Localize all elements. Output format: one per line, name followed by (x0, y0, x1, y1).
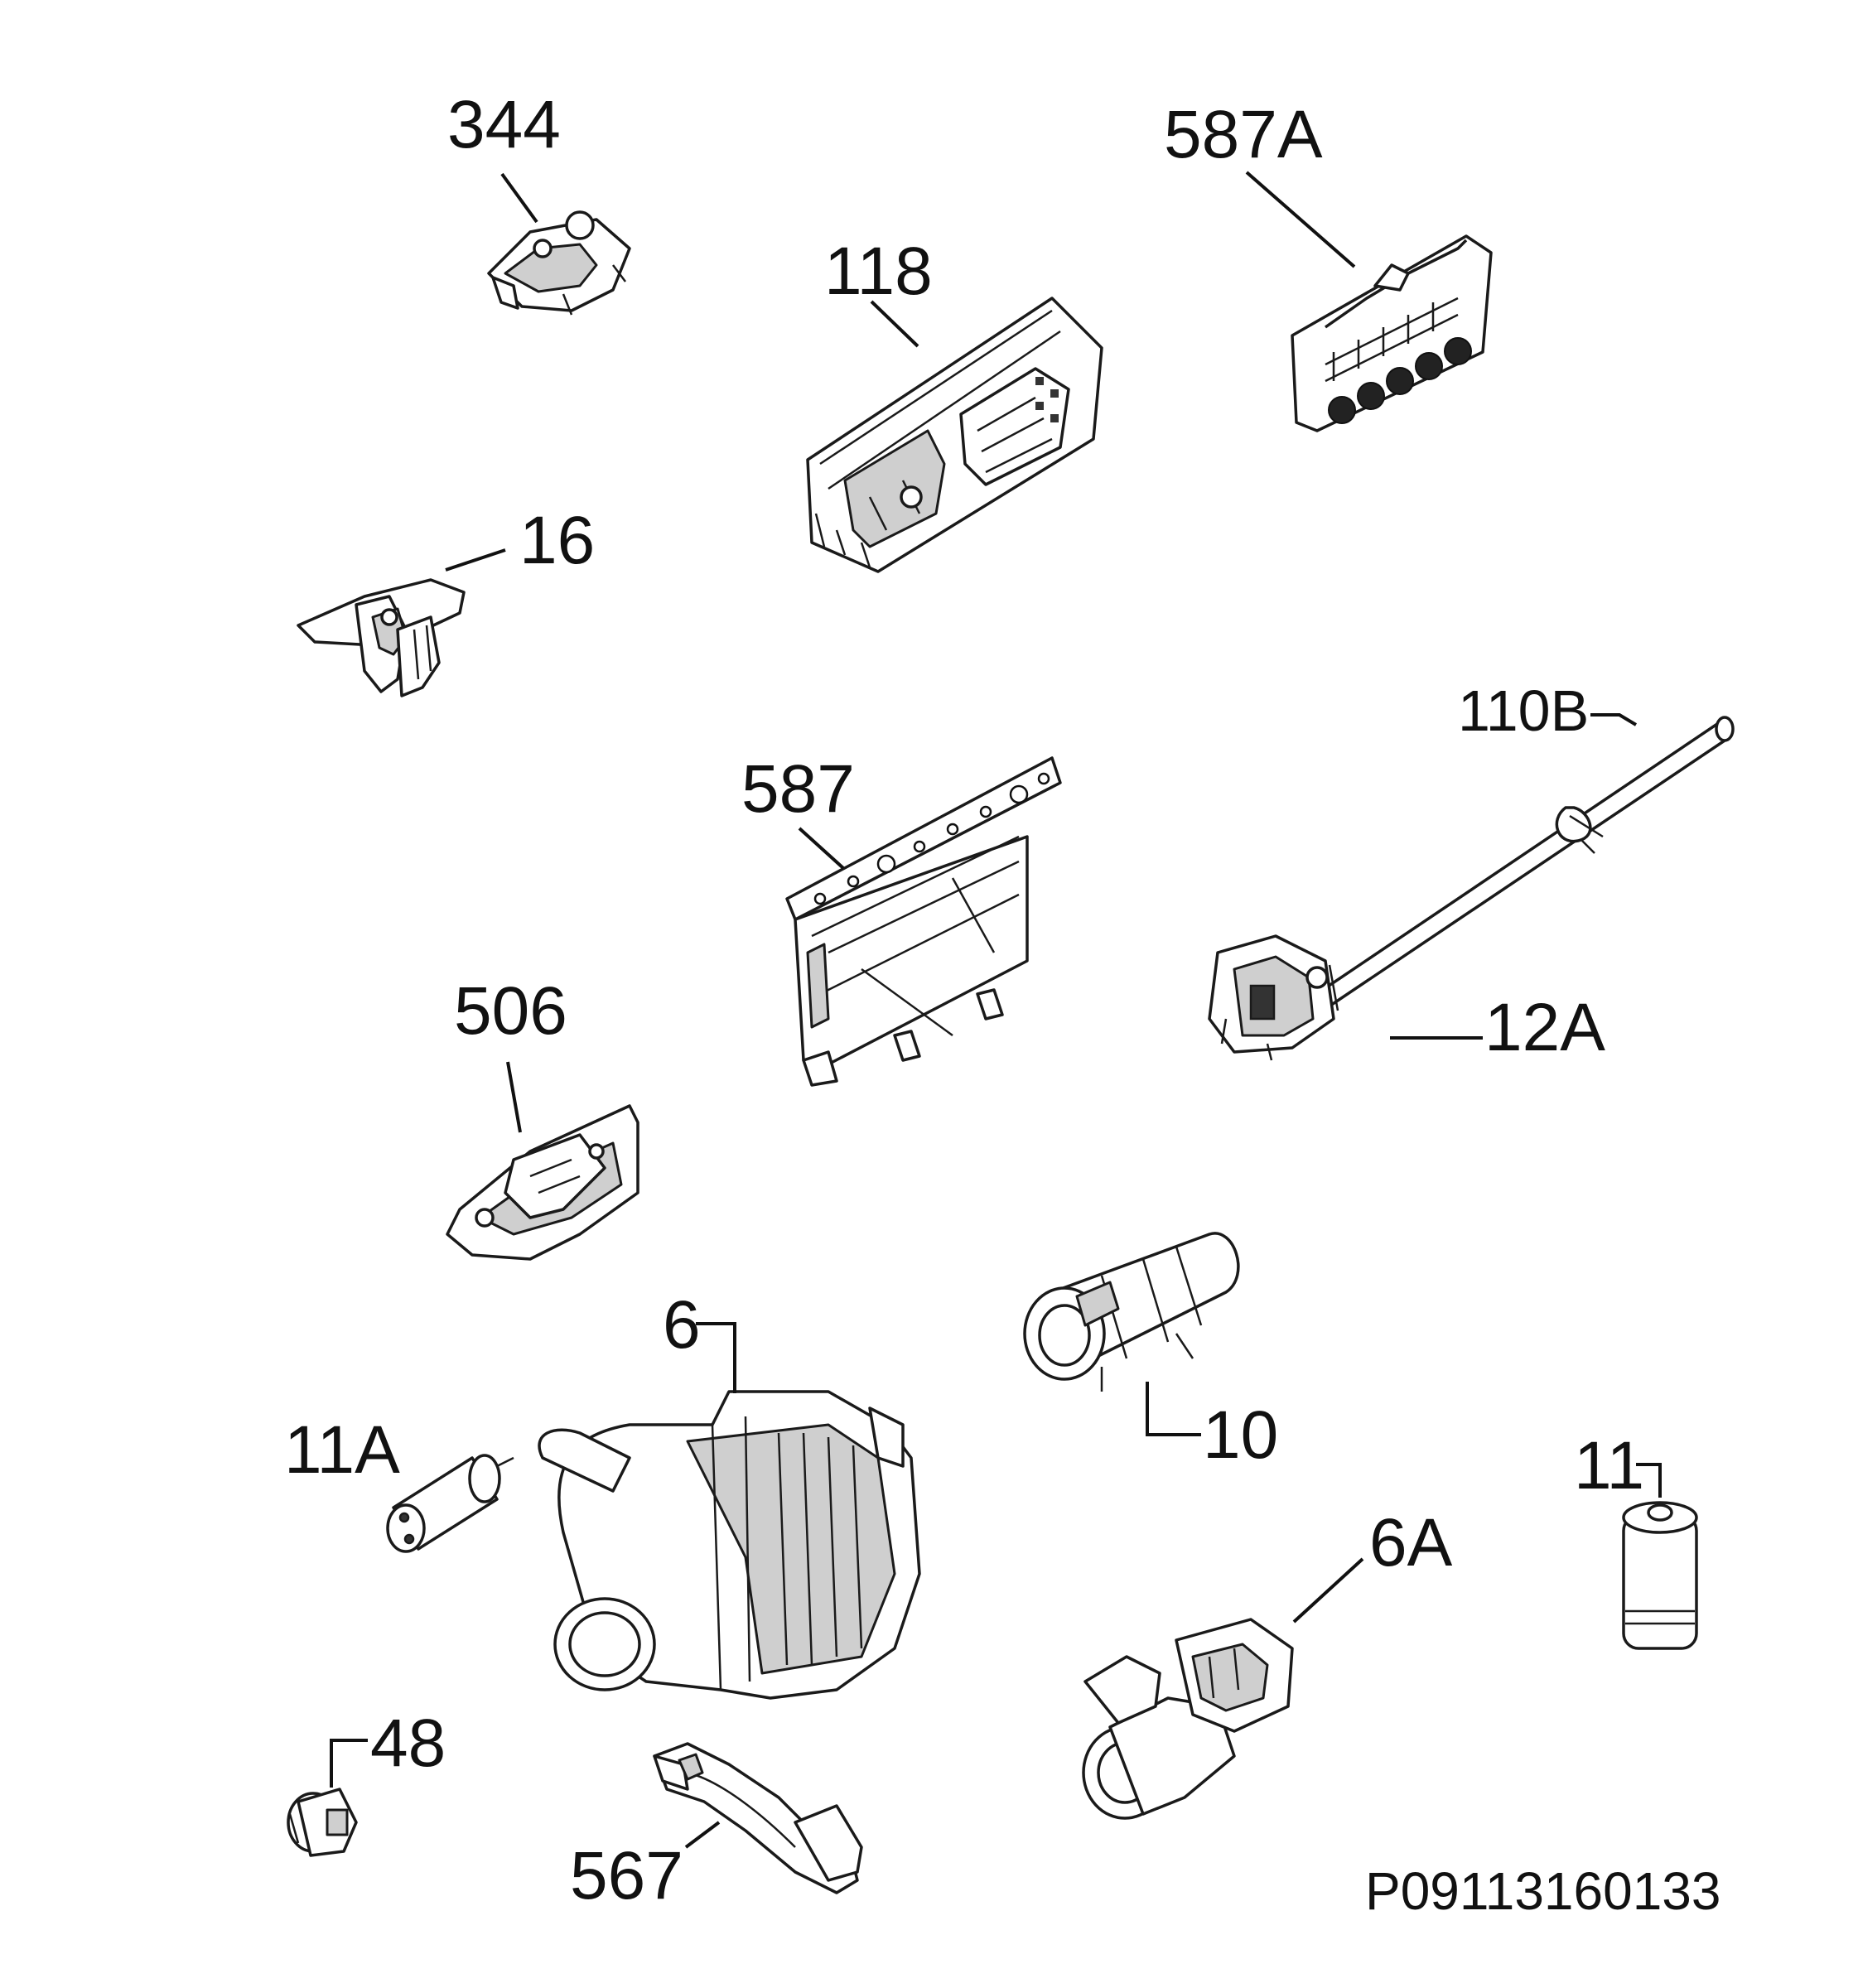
document-code: P09113160133 (1365, 1861, 1720, 1921)
part-10-drawing (1023, 1232, 1240, 1392)
label-11: 11 (1574, 1428, 1644, 1503)
leader-587 (798, 827, 845, 870)
label-6A: 6A (1369, 1505, 1453, 1580)
leader-567 (684, 1821, 721, 1849)
part-110B-drawing (1309, 716, 1735, 1020)
part-344-drawing (487, 210, 631, 316)
label-567: 567 (570, 1838, 683, 1913)
label-118: 118 (824, 234, 933, 309)
label-110B: 110B (1458, 678, 1589, 743)
leader-6A (1292, 1557, 1364, 1624)
leader-10 (1146, 1382, 1201, 1436)
part-11-drawing (1622, 1501, 1698, 1650)
part-48-drawing (287, 1788, 358, 1857)
leader-118 (870, 300, 919, 348)
part-6-drawing (538, 1390, 921, 1700)
part-118-drawing (806, 297, 1103, 573)
label-587: 587 (741, 751, 855, 827)
label-506: 506 (454, 973, 567, 1049)
label-587A: 587A (1164, 97, 1323, 172)
label-16: 16 (519, 503, 595, 578)
part-506-drawing (446, 1104, 639, 1261)
leader-48 (330, 1739, 368, 1788)
part-16-drawing (297, 578, 466, 697)
leader-6 (696, 1322, 736, 1393)
leader-587A (1245, 171, 1356, 268)
part-587A-drawing (1291, 234, 1493, 432)
leader-16 (445, 548, 506, 572)
label-48: 48 (370, 1706, 446, 1781)
label-6: 6 (663, 1287, 701, 1363)
part-12A-drawing (1208, 934, 1335, 1061)
part-567-drawing (653, 1742, 863, 1894)
leader-344 (500, 172, 538, 224)
label-344: 344 (447, 87, 561, 162)
label-10: 10 (1203, 1397, 1278, 1473)
leader-11 (1636, 1463, 1662, 1498)
label-11A: 11A (284, 1412, 400, 1488)
part-6A-drawing (1082, 1618, 1294, 1820)
leader-110B (1590, 713, 1638, 726)
part-587-drawing (785, 756, 1062, 1087)
leader-506 (506, 1061, 522, 1133)
part-11A-drawing (386, 1454, 514, 1553)
label-12A: 12A (1484, 990, 1605, 1065)
